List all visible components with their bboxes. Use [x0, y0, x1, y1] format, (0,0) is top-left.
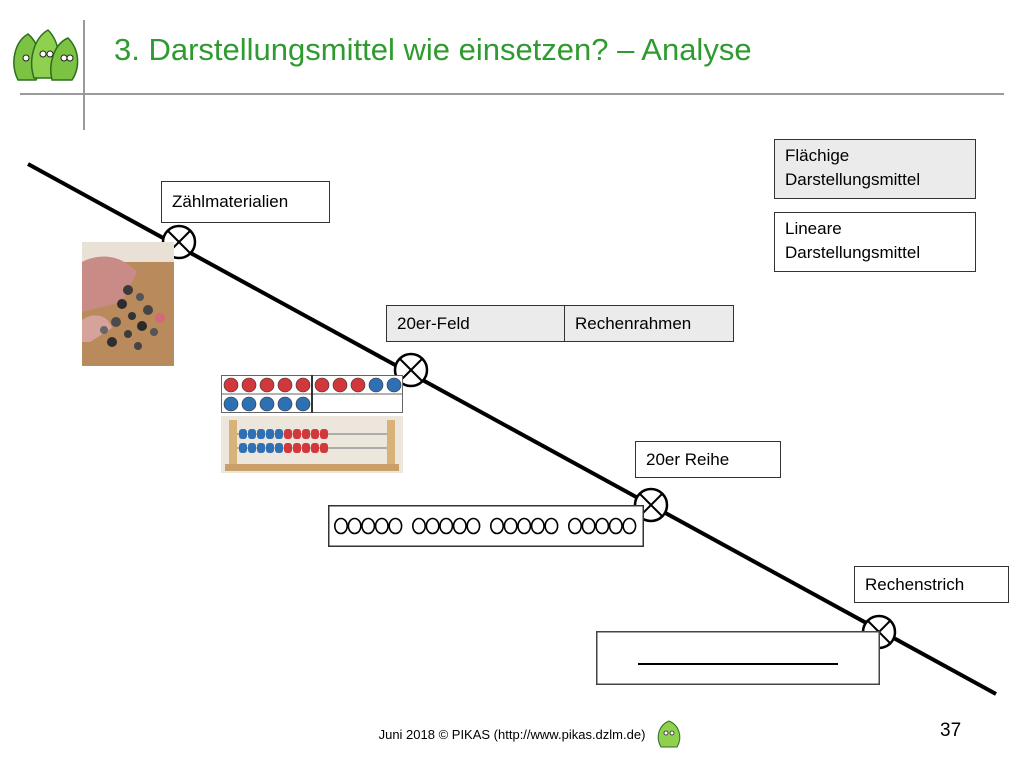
- marker-field20: [393, 352, 429, 388]
- header-horizontal-rule: [20, 93, 1004, 95]
- abacus-bead: [284, 443, 292, 453]
- legend-flat-label: Flächige Darstellungsmittel: [785, 146, 921, 189]
- field-dot-red: [314, 377, 330, 393]
- field-dot-blue: [386, 377, 402, 393]
- row-circle: [347, 517, 362, 535]
- pikas-logo: [13, 29, 79, 81]
- row-circle: [452, 517, 467, 535]
- legend-flat: Flächige Darstellungsmittel: [774, 139, 976, 199]
- field-dot-blue: [368, 377, 384, 393]
- row-circle: [374, 517, 389, 535]
- field-dot-red: [295, 377, 311, 393]
- abacus-bead: [275, 443, 283, 453]
- label-field20: 20er-Feld: [386, 305, 565, 342]
- mascot-icon: [657, 720, 681, 748]
- abacus-bead: [302, 429, 310, 439]
- field-dot-blue: [223, 396, 239, 412]
- field-dot-blue: [241, 396, 257, 412]
- abacus-bead: [275, 429, 283, 439]
- row-circle: [412, 517, 427, 535]
- row-circle: [361, 517, 376, 535]
- page-number: 37: [940, 720, 962, 741]
- label-row20-text: 20er Reihe: [646, 449, 730, 469]
- field-dot-blue: [259, 396, 275, 412]
- abacus-bead: [248, 429, 256, 439]
- slide-title: 3. Darstellungsmittel wie einsetzen? – A…: [114, 32, 752, 67]
- abacus-bead: [239, 443, 247, 453]
- abacus-bead: [266, 443, 274, 453]
- header-vertical-rule: [83, 20, 85, 130]
- label-numberline-text: Rechenstrich: [865, 574, 965, 594]
- abacus-photo: [221, 416, 403, 473]
- abacus-bead: [248, 443, 256, 453]
- field-dot-red: [223, 377, 239, 393]
- abacus-bead: [293, 443, 301, 453]
- abacus-bead: [293, 429, 301, 439]
- row-circle: [503, 517, 518, 535]
- abacus-bead: [257, 429, 265, 439]
- row-circle: [466, 517, 481, 535]
- label-numberline: Rechenstrich: [854, 566, 1009, 603]
- label-row20: 20er Reihe: [635, 441, 781, 478]
- twenty-field-dots: [223, 377, 402, 412]
- legend-linear-label: Lineare Darstellungsmittel: [785, 219, 921, 262]
- twenty-field: [221, 375, 403, 413]
- field-dot-red: [241, 377, 257, 393]
- label-field20-text: 20er-Feld: [397, 313, 470, 333]
- abacus-bead: [311, 443, 319, 453]
- row-circle: [490, 517, 505, 535]
- field-dot-red: [332, 377, 348, 393]
- field-dot-blue: [277, 396, 293, 412]
- label-counting-text: Zählmaterialien: [172, 192, 289, 211]
- row-circle: [544, 517, 559, 535]
- label-abacus-text: Rechenrahmen: [575, 313, 692, 333]
- number-line-box: [596, 631, 880, 685]
- abacus-bead: [266, 429, 274, 439]
- abacus-bead: [302, 443, 310, 453]
- row-circle: [517, 517, 532, 535]
- field-dot-blue: [295, 396, 311, 412]
- row-circle: [425, 517, 440, 535]
- abacus-bead: [239, 429, 247, 439]
- field-dot-red: [350, 377, 366, 393]
- label-counting: Zählmaterialien: [161, 181, 330, 223]
- legend-linear: Lineare Darstellungsmittel: [774, 212, 976, 272]
- row-circle: [595, 517, 610, 535]
- counting-materials-photo: [82, 242, 174, 366]
- row-circle: [388, 517, 403, 535]
- row-circle: [622, 517, 637, 535]
- twenty-row: [328, 505, 644, 547]
- row-circle: [530, 517, 545, 535]
- abacus-bead: [257, 443, 265, 453]
- label-abacus: Rechenrahmen: [564, 305, 734, 342]
- abacus-bead: [284, 429, 292, 439]
- row-circle: [568, 517, 583, 535]
- abacus-bead: [311, 429, 319, 439]
- row-circle: [334, 517, 348, 535]
- row-circle: [608, 517, 623, 535]
- footer-text: Juni 2018 © PIKAS (http://www.pikas.dzlm…: [378, 727, 646, 742]
- abacus-bead: [320, 443, 328, 453]
- row-circle: [581, 517, 596, 535]
- field-dot-red: [277, 377, 293, 393]
- abacus-bead: [320, 429, 328, 439]
- field-dot-red: [259, 377, 275, 393]
- row-circle: [439, 517, 454, 535]
